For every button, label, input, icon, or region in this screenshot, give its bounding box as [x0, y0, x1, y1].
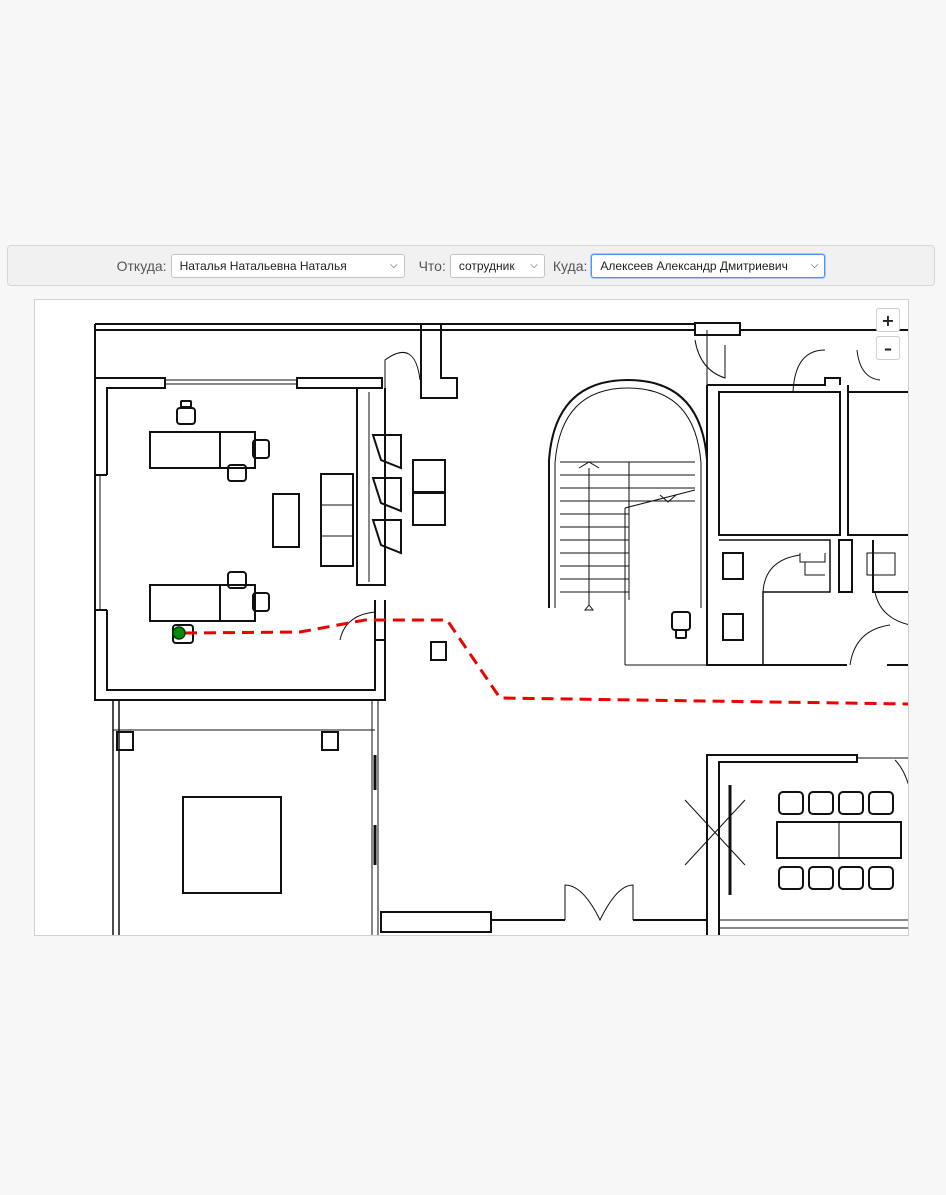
what-select[interactable]: сотрудник ⌵ — [449, 253, 545, 278]
floor-map[interactable]: + – — [34, 299, 909, 936]
what-label: Что: — [418, 257, 446, 274]
chevron-down-icon: ⌵ — [810, 260, 819, 271]
zoom-out-button[interactable]: – — [876, 336, 900, 360]
current-location-marker — [172, 626, 186, 640]
to-select-value: Алексеев Александр Дмитриевич — [600, 258, 788, 273]
route-toolbar: Откуда: Наталья Натальевна Наталья ⌵ Что… — [7, 245, 935, 286]
chevron-down-icon: ⌵ — [389, 260, 398, 271]
floor-plan — [94, 322, 908, 935]
what-select-value: сотрудник — [458, 258, 515, 273]
to-select[interactable]: Алексеев Александр Дмитриевич ⌵ — [591, 253, 826, 278]
chevron-down-icon: ⌵ — [530, 260, 538, 271]
to-label: Куда: — [552, 257, 588, 274]
route-path — [184, 618, 908, 706]
from-select[interactable]: Наталья Натальевна Наталья ⌵ — [170, 253, 405, 278]
from-label: Откуда: — [116, 257, 167, 274]
from-select-value: Наталья Натальевна Наталья — [179, 258, 347, 273]
zoom-in-button[interactable]: + — [876, 308, 900, 332]
